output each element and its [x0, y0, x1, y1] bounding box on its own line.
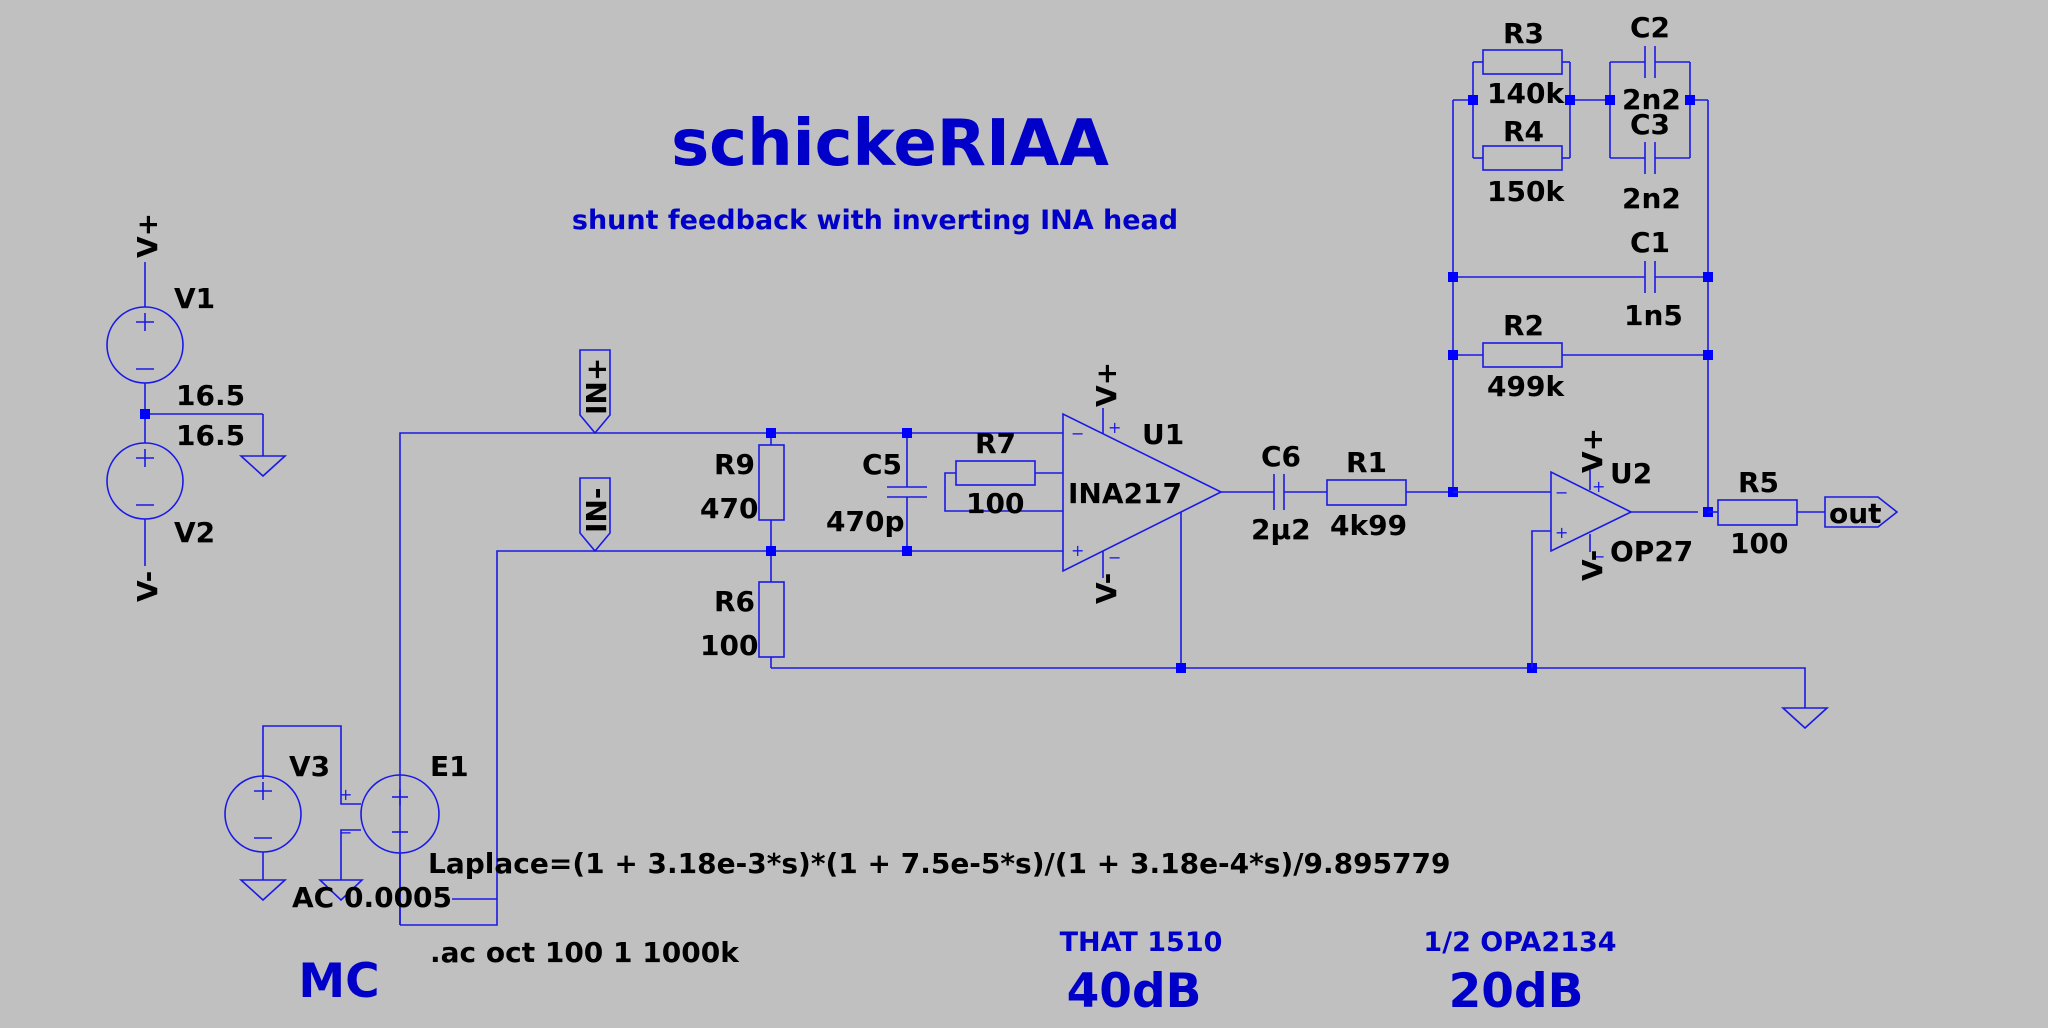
r7-value: 100	[966, 487, 1024, 520]
c1-value: 1n5	[1624, 299, 1683, 332]
svg-text:−: −	[1555, 483, 1568, 502]
laplace-expression: Laplace=(1 + 3.18e-3*s)*(1 + 7.5e-5*s)/(…	[428, 847, 1451, 880]
v1-value: 16.5	[176, 379, 245, 412]
v1-name: V1	[174, 282, 215, 315]
schematic-title: schickeRIAA	[671, 107, 1109, 181]
r1-name: R1	[1346, 446, 1387, 479]
mc-note: MC	[298, 954, 379, 1009]
net-flag-in-plus	[579, 349, 611, 435]
c3-value: 2n2	[1622, 182, 1681, 215]
output-stage: out R5 100	[1708, 466, 1899, 560]
opa2134-note: 1/2 OPA2134	[1423, 927, 1616, 958]
net-label-vminus: V-	[131, 571, 164, 602]
net-label-in-plus: IN+	[580, 358, 613, 415]
opamp-u2-symbol[interactable]	[1550, 470, 1633, 553]
resistor-r9[interactable]	[758, 444, 785, 521]
c2-value: 2n2	[1622, 83, 1681, 116]
c6-name: C6	[1261, 440, 1301, 473]
ground-icon	[1780, 707, 1830, 730]
input-wiring: IN+ IN-	[399, 349, 1063, 925]
svg-text:−: −	[1592, 547, 1605, 566]
c3-name: C3	[1630, 108, 1670, 141]
ground-icon	[238, 455, 288, 478]
svg-text:+: +	[1555, 523, 1568, 542]
u1-vplus-label: V+	[1090, 362, 1123, 407]
svg-text:+: +	[1071, 541, 1084, 560]
svg-text:−: −	[1071, 424, 1084, 443]
u1-name: U1	[1142, 418, 1184, 451]
r4-name: R4	[1503, 115, 1544, 148]
amplifier-u2: − + + − V+ V- U2 OP27	[1453, 428, 1713, 668]
c5-value: 470p	[826, 505, 905, 538]
r5-value: 100	[1730, 527, 1788, 560]
r3-name: R3	[1503, 17, 1544, 50]
that1510-note: THAT 1510	[1060, 927, 1223, 958]
input-network: R9 470 R6 100 C5 470p R7 100	[700, 427, 1063, 668]
net-label-out: out	[1829, 497, 1882, 530]
resistor-r5[interactable]	[1717, 499, 1798, 526]
schematic-subtitle: shunt feedback with inverting INA head	[572, 205, 1178, 236]
net-flag-out[interactable]	[1824, 496, 1899, 528]
resistor-r3[interactable]	[1482, 49, 1563, 75]
svg-text:−: −	[339, 823, 352, 842]
r5-name: R5	[1738, 466, 1779, 499]
ground-icon	[238, 879, 288, 902]
resistor-r6[interactable]	[758, 581, 785, 658]
resistor-r1[interactable]	[1326, 479, 1407, 506]
svg-text:+: +	[1592, 477, 1605, 496]
v3-name: V3	[289, 750, 330, 783]
r7-name: R7	[975, 427, 1016, 460]
v2-name: V2	[174, 516, 215, 549]
r6-value: 100	[700, 629, 758, 662]
r1-value: 4k99	[1330, 509, 1407, 542]
r4-value: 150k	[1487, 175, 1565, 208]
r9-value: 470	[700, 492, 758, 525]
net-flag-in-minus	[579, 477, 611, 553]
net-label-vplus: V+	[131, 213, 164, 258]
net-label-in-minus: IN-	[580, 488, 613, 533]
svg-text:+: +	[1108, 418, 1121, 437]
u2-vplus-label: V+	[1576, 428, 1609, 473]
stage2-gain-note: 20dB	[1449, 964, 1584, 1019]
r2-value: 499k	[1487, 370, 1565, 403]
svg-text:+: +	[339, 785, 352, 804]
e1-name: E1	[430, 750, 469, 783]
ground-icon	[318, 879, 364, 902]
u2-name: U2	[1610, 457, 1652, 490]
amplifier-u1: − + + − V+ V- U1 INA217	[1062, 362, 1223, 668]
v2-value: 16.5	[176, 419, 245, 452]
resistor-r2[interactable]	[1482, 342, 1563, 368]
c6-value: 2µ2	[1251, 513, 1311, 546]
u2-vminus-label: V-	[1576, 550, 1609, 581]
c5-name: C5	[862, 448, 902, 481]
riaa-feedback-network: R3 140k R4 150k C2 2n2 C3 2n2 C1 1n5 R2 …	[1448, 11, 1713, 512]
u1-vminus-label: V-	[1090, 573, 1123, 604]
c1-name: C1	[1630, 226, 1670, 259]
stage1-gain-note: 40dB	[1067, 964, 1202, 1019]
r6-name: R6	[714, 585, 755, 618]
opamp-u1-symbol[interactable]	[1062, 412, 1223, 573]
r2-name: R2	[1503, 309, 1544, 342]
power-supply: V+ V- V1 16.5 16.5 V2	[106, 213, 288, 602]
resistor-r4[interactable]	[1482, 145, 1563, 171]
signal-source: V3 + − E1	[224, 725, 498, 926]
c2-name: C2	[1630, 11, 1670, 44]
u2-model: OP27	[1610, 535, 1693, 568]
u1-model: INA217	[1068, 477, 1182, 510]
ac-source-value: AC 0.0005	[292, 881, 452, 914]
r3-value: 140k	[1487, 77, 1565, 110]
ground-rail	[771, 663, 1830, 730]
ac-analysis-directive: .ac oct 100 1 1000k	[430, 936, 740, 969]
coupling-network: C6 2µ2 R1 4k99	[1221, 440, 1453, 546]
svg-text:−: −	[1108, 548, 1121, 567]
resistor-r7[interactable]	[955, 460, 1036, 486]
r9-name: R9	[714, 448, 755, 481]
